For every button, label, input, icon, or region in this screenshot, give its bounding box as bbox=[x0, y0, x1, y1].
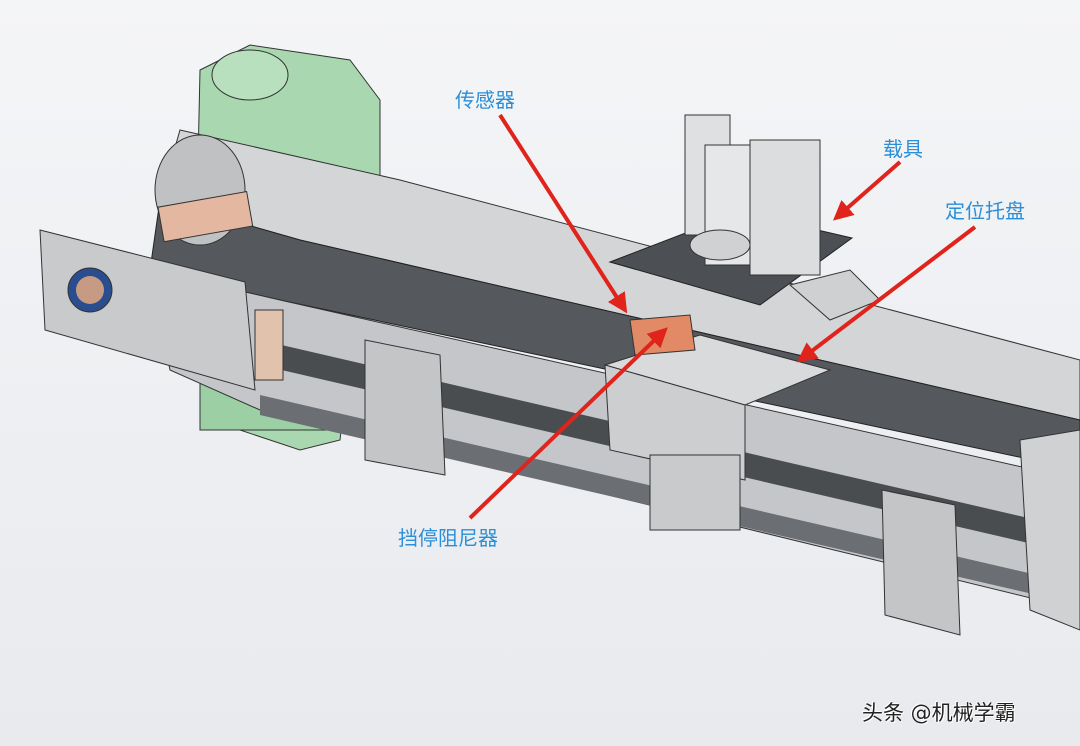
tray-arrow bbox=[796, 225, 977, 363]
watermark: 头条 @机械学霸 bbox=[862, 701, 1016, 725]
carrier-arrow bbox=[832, 160, 902, 221]
sensor-arrow bbox=[498, 113, 628, 314]
damper-arrow bbox=[468, 327, 668, 520]
label-carrier: 载具 bbox=[883, 137, 923, 161]
carrier-fixture bbox=[608, 114, 881, 321]
label-positioning-tray: 定位托盘 bbox=[945, 199, 1025, 223]
support-legs bbox=[364, 339, 961, 636]
annotation-arrows bbox=[468, 113, 977, 520]
label-stop-damper: 挡停阻尼器 bbox=[398, 526, 498, 550]
end-plate bbox=[39, 229, 284, 391]
label-sensor: 传感器 bbox=[455, 88, 515, 112]
positioning-tray bbox=[603, 314, 1080, 631]
